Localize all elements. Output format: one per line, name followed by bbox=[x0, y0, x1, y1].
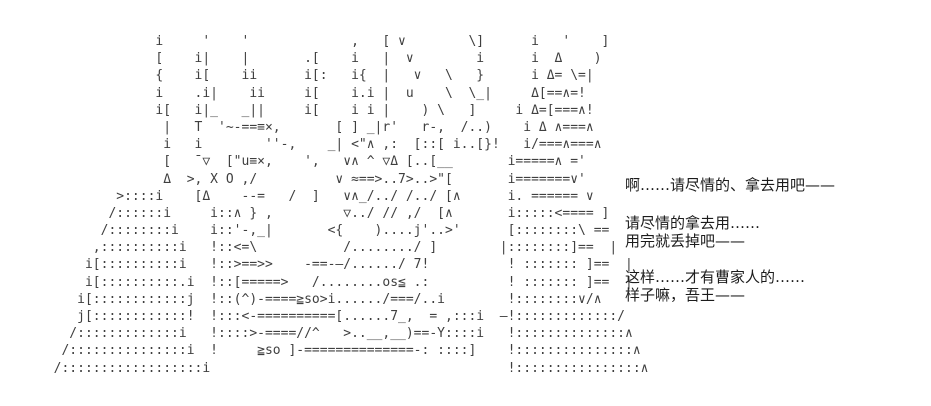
ascii-art-line: /:::::::::::::::i ! ≧so ]-==============… bbox=[38, 343, 641, 359]
ascii-art-line: >::::i [Δ --= / ] ∨∧_/../ /../ [∧ i. ===… bbox=[38, 188, 594, 204]
ascii-art-line: [ i| | .[ i | ∨ i i Δ ) bbox=[38, 51, 602, 67]
speech-line: 请尽情的拿去用…… bbox=[625, 214, 761, 232]
ascii-art-line: i[::::::::::.i !::[=====> /........os≦ .… bbox=[38, 274, 633, 290]
ascii-art-line: i i ''-, _| <"∧ ,: [::[ i..[}! i/===∧===… bbox=[38, 137, 602, 153]
ascii-art-line: ,::::::::::i !::<=\ /......../ ] |::::::… bbox=[38, 240, 618, 256]
ascii-art-line: i[::::::::::::j !::(^)-====≧so>i....../=… bbox=[38, 291, 602, 307]
speech-line: 样子嘛，吾王—— bbox=[625, 286, 746, 304]
ascii-art-line: i ' ' , [ ∨ \] i ' ] bbox=[38, 34, 610, 49]
ascii-art-line: /::::::::i i::'-,_| <{ )....j'..>' [::::… bbox=[38, 223, 610, 239]
speech-group-3: 这样……才有曹家人的…… 样子嘛，吾王—— bbox=[625, 268, 805, 304]
ascii-art-line: { i[ ii i[: i{ | ∨ \ } i Δ= \=| bbox=[38, 68, 594, 84]
ascii-art: i ' ' , [ ∨ \] i ' ] [ i| | .[ i | ∨ i i… bbox=[38, 33, 649, 377]
ascii-art-line: i[ i|_ _|| i[ i i | ) \ ] i Δ=[===∧! bbox=[38, 102, 594, 118]
ascii-art-line: [ ¯▽ ["u≡×, ', ∨∧ ^ ▽Δ [..[__ i=====∧ =' bbox=[38, 154, 586, 170]
ascii-art-line: i[::::::::::i !::>==>> -==-—/....../ 7! … bbox=[38, 257, 633, 273]
ascii-art-line: i .i| ii i[ i.i | u \ \_| Δ[==∧=! bbox=[38, 85, 586, 101]
ascii-art-line: | T '~-==≡×, [ ] _|r' r-, /..) i Δ ∧===∧ bbox=[38, 119, 594, 135]
ascii-art-line: Δ >, X O ,/ ∨ ≈==>..7>..>"[ i=======∨' bbox=[38, 171, 586, 187]
speech-line: 用完就丢掉吧—— bbox=[625, 232, 746, 250]
speech-line: 这样……才有曹家人的…… bbox=[625, 268, 806, 286]
ascii-art-line: /::::::::::::::::::i !::::::::::::::::∧ bbox=[38, 360, 649, 376]
ascii-art-line: j[::::::::::::! !:::<-==========[......7… bbox=[38, 309, 625, 324]
speech-group-2: 请尽情的拿去用…… 用完就丢掉吧—— bbox=[625, 214, 760, 250]
ascii-art-line: /::::::i i::∧ } , ▽../ // ,/ [∧ i:::::<=… bbox=[38, 205, 610, 221]
speech-group-1: 啊……请尽情的、拿去用吧—— bbox=[625, 176, 835, 194]
ascii-art-line: /:::::::::::::i !::::>-====//^ >..__,__)… bbox=[38, 326, 633, 342]
speech-line: 啊……请尽情的、拿去用吧—— bbox=[625, 176, 836, 194]
